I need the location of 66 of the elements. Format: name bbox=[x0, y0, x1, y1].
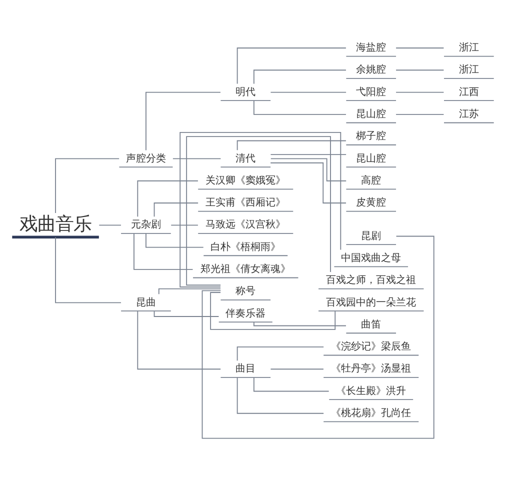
connector bbox=[253, 70, 346, 84]
node-text: 昆曲 bbox=[136, 297, 156, 308]
node-text: 江苏 bbox=[458, 109, 479, 120]
connector bbox=[202, 236, 434, 439]
connector bbox=[270, 368, 324, 370]
connector bbox=[270, 154, 347, 156]
connector bbox=[55, 236, 122, 304]
connector bbox=[236, 377, 324, 414]
connector bbox=[396, 70, 444, 71]
connector bbox=[396, 92, 444, 93]
node-text: 浙江 bbox=[458, 64, 479, 76]
node-text: 白朴《梧桐雨》 bbox=[210, 242, 281, 253]
node-text: 称号 bbox=[236, 286, 256, 298]
node-text: 关汉卿《窦娥冤》 bbox=[206, 175, 286, 186]
node-text: 《牡丹亭》汤显祖 bbox=[331, 364, 412, 375]
connector bbox=[236, 346, 324, 362]
node-text: 海盐腔 bbox=[356, 42, 386, 54]
node-text: 《桃花扇》孔尚任 bbox=[331, 408, 412, 419]
connector bbox=[253, 322, 346, 326]
node-text: 昆剧 bbox=[361, 230, 382, 242]
connector bbox=[236, 140, 346, 151]
node-text: 梆子腔 bbox=[356, 131, 386, 142]
node-text: 元杂剧 bbox=[130, 220, 161, 231]
connector bbox=[396, 114, 444, 115]
node-text: 马致远《汉宫秋》 bbox=[206, 220, 286, 231]
connector bbox=[134, 233, 194, 270]
node-text: 明代 bbox=[236, 86, 256, 98]
connector bbox=[55, 158, 120, 214]
node-text: 清代 bbox=[236, 153, 256, 164]
connector bbox=[158, 288, 221, 295]
node-text: 声腔分类 bbox=[126, 153, 166, 164]
connector bbox=[172, 158, 222, 160]
node-text: 百戏园中的一朵兰花 bbox=[326, 297, 416, 308]
node-text: 《长生殿》洪升 bbox=[336, 386, 406, 397]
connector bbox=[270, 158, 347, 182]
node-text: 浙江 bbox=[458, 42, 479, 54]
connector bbox=[137, 180, 198, 218]
connector bbox=[236, 48, 346, 84]
node-text: 《浣纱记》梁辰鱼 bbox=[331, 342, 412, 353]
node-text: 王实甫《西厢记》 bbox=[206, 198, 286, 209]
node-text: 弋阳腔 bbox=[356, 86, 386, 98]
node-text: 伴奏乐器 bbox=[226, 308, 266, 320]
connector bbox=[146, 92, 221, 151]
connector bbox=[146, 233, 204, 248]
connector bbox=[154, 202, 199, 218]
node-text: 昆山腔 bbox=[356, 153, 386, 164]
node-text: 高腔 bbox=[361, 175, 382, 186]
node-text: 百戏之师，百戏之祖 bbox=[326, 275, 416, 286]
node-text: 曲目 bbox=[236, 364, 256, 375]
node-text: 戏曲音乐 bbox=[20, 214, 92, 235]
connector bbox=[270, 162, 346, 204]
connector bbox=[210, 292, 336, 330]
connector bbox=[253, 377, 330, 392]
node-text: 曲笛 bbox=[361, 319, 382, 330]
node-text: 江西 bbox=[458, 86, 479, 98]
connector bbox=[137, 310, 222, 370]
connector bbox=[253, 100, 346, 115]
connector bbox=[170, 224, 198, 226]
node-text: 余姚腔 bbox=[356, 64, 386, 76]
connector bbox=[154, 310, 220, 317]
connector bbox=[98, 224, 122, 226]
node-text: 昆山腔 bbox=[356, 109, 386, 120]
node-text: 郑光祖《倩女离魂》 bbox=[200, 264, 291, 276]
connector bbox=[270, 92, 347, 93]
node-text: 中国戏曲之母 bbox=[341, 252, 402, 264]
node-text: 皮黄腔 bbox=[356, 198, 386, 209]
